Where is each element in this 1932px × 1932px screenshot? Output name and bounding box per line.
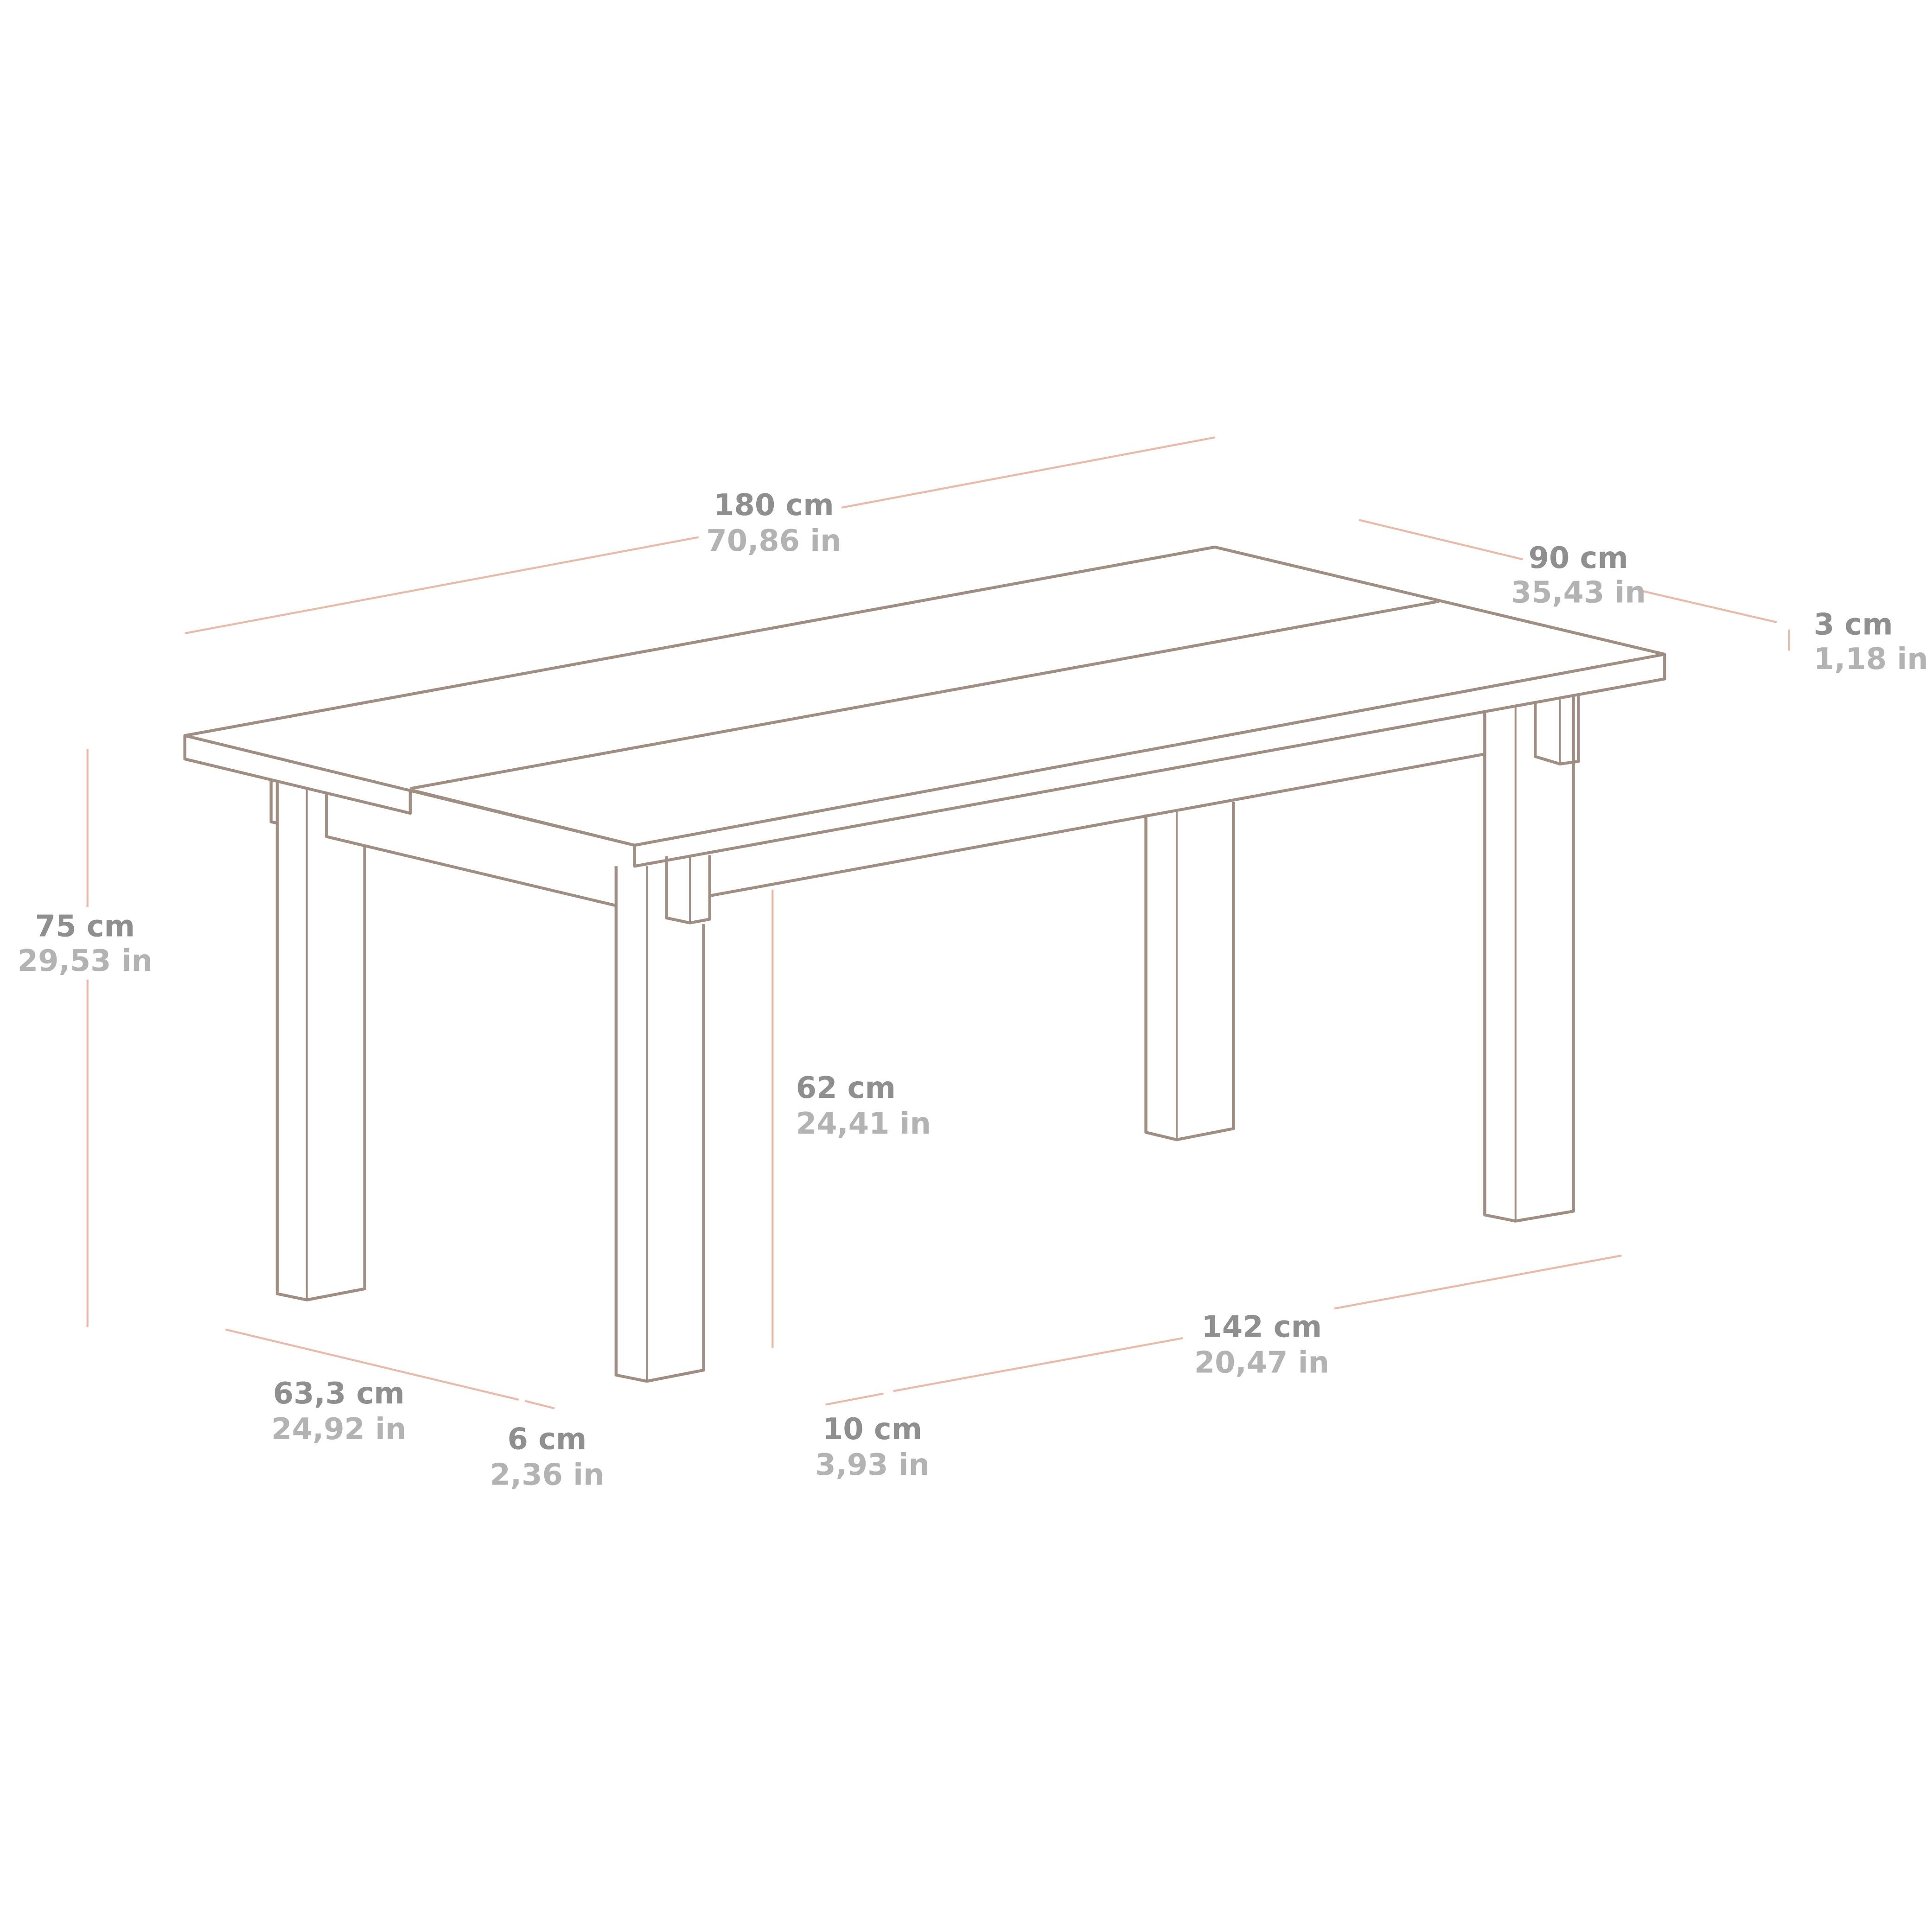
table-top-edge-left	[183, 735, 412, 815]
length-in: 70,86 in	[706, 524, 841, 558]
block-right	[1534, 696, 1580, 765]
dimension-lines	[86, 436, 1790, 1409]
dim-length-a	[185, 536, 699, 635]
thickness-cm: 3 cm	[1814, 608, 1893, 642]
block-center	[665, 855, 711, 925]
leg-width-cm: 6 cm	[508, 1422, 587, 1456]
leg-back	[1144, 802, 1235, 1141]
apron-front	[709, 752, 1485, 898]
height-cm: 75 cm	[35, 910, 135, 944]
inner-length-cm: 142 cm	[1202, 1310, 1322, 1344]
leg-front-right	[1483, 695, 1575, 1223]
leg-front-left	[275, 782, 366, 1301]
thickness-in: 1,18 in	[1814, 642, 1928, 676]
clearance-in: 24,41 in	[796, 1107, 931, 1141]
width-in: 35,43 in	[1511, 576, 1646, 610]
height-in: 29,53 in	[18, 944, 153, 978]
overhang-in: 3,93 in	[815, 1448, 930, 1482]
dimension-labels: 180 cm 70,86 in 90 cm 35,43 in 3 cm 1,18…	[18, 488, 1928, 1492]
dim-overhang	[825, 1392, 884, 1406]
inner-width-in: 24,92 in	[271, 1412, 406, 1447]
block-left	[269, 780, 278, 825]
leg-front-center	[614, 866, 705, 1383]
dim-width-a	[1358, 519, 1524, 561]
dim-leg-width	[524, 1400, 555, 1409]
overhang-cm: 10 cm	[823, 1412, 922, 1447]
width-cm: 90 cm	[1529, 541, 1628, 575]
dim-length-b	[841, 436, 1215, 509]
table-drawing	[183, 545, 1666, 1383]
dim-inner-length-a	[893, 1337, 1183, 1392]
dim-inner-width	[225, 1328, 519, 1401]
plank-seam	[410, 599, 1440, 790]
inner-width-cm: 63,3 cm	[273, 1377, 405, 1411]
table-top-edge-front	[408, 654, 1666, 868]
leg-width-in: 2,36 in	[490, 1458, 605, 1492]
length-cm: 180 cm	[714, 488, 834, 523]
clearance-cm: 62 cm	[796, 1071, 896, 1105]
apron-left	[325, 792, 617, 907]
dim-width-b	[1639, 589, 1777, 624]
inner-length-in: 20,47 in	[1194, 1345, 1329, 1380]
dim-inner-length-b	[1334, 1254, 1622, 1310]
